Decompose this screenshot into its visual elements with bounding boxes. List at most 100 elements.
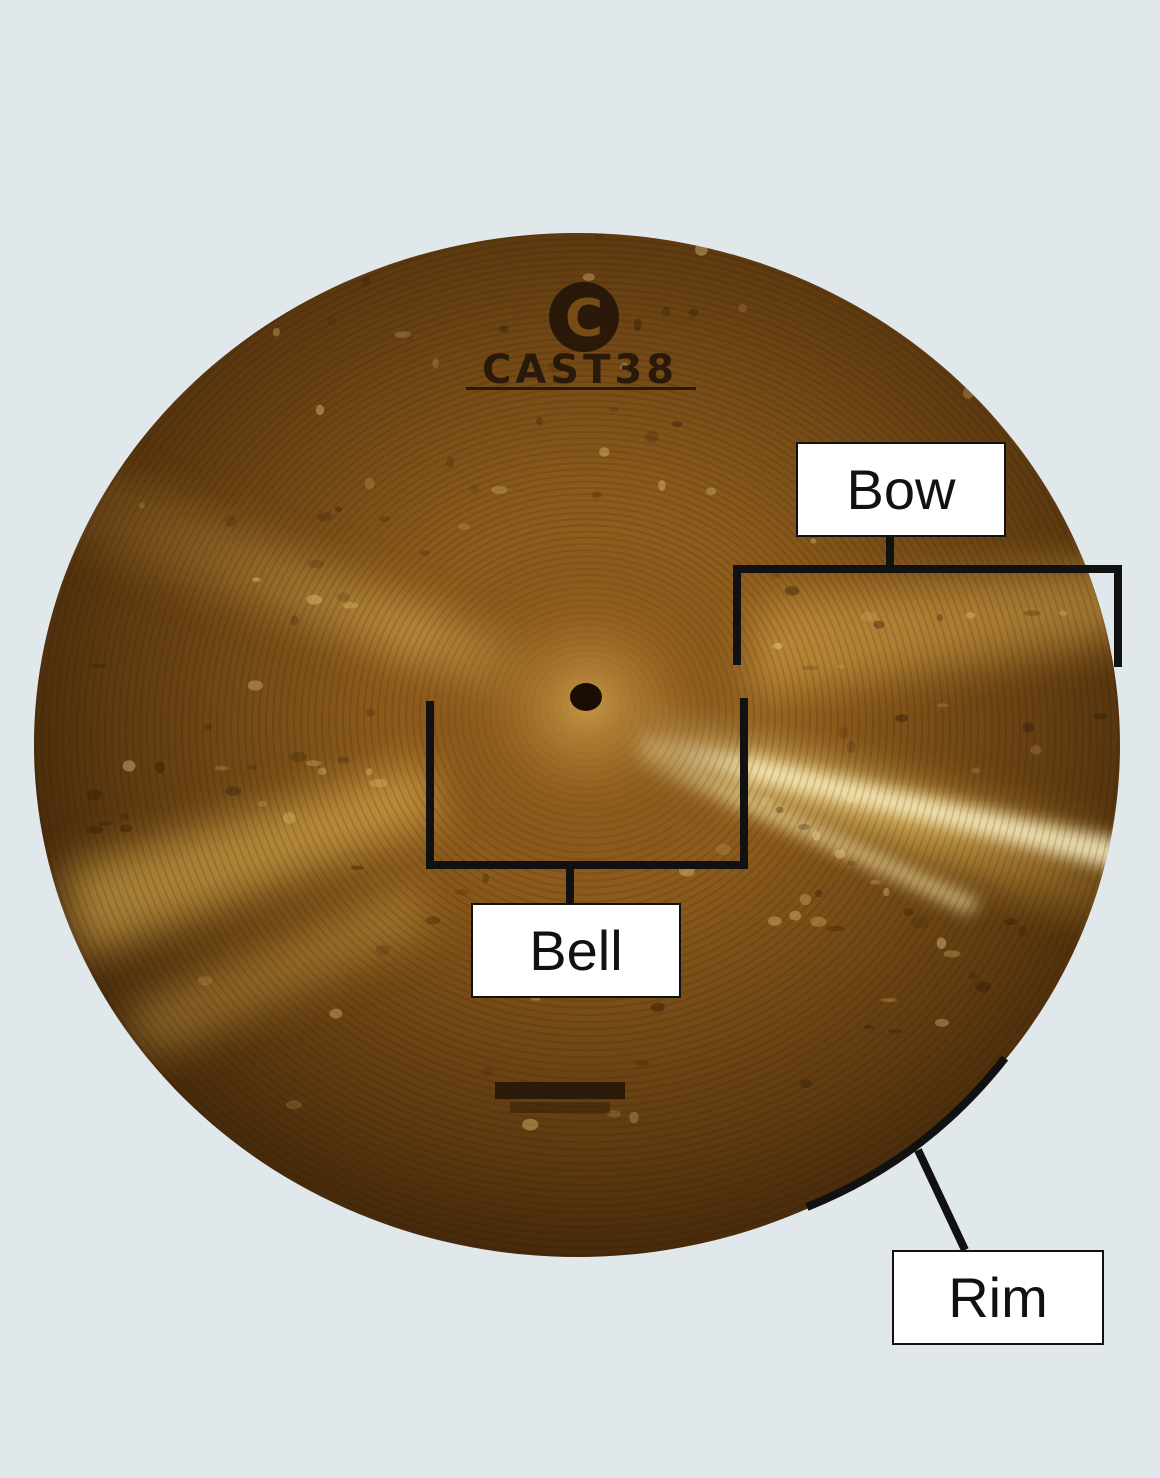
hammer-mark [119,824,133,833]
lathing-ring [97,268,1077,1200]
hammer-mark [252,577,261,582]
hammer-mark [425,916,441,925]
hammer-mark [290,615,299,626]
hammer-mark [869,879,881,885]
lathing-ring [293,443,881,1002]
hammer-mark [365,708,376,717]
hammer-mark [834,849,846,859]
hammer-mark [1018,925,1027,937]
lathing-ring [237,393,937,1059]
hammer-mark [122,760,136,772]
hammer-mark [972,767,980,774]
label-bow: Bow [796,442,1006,537]
logo-emblem [549,282,619,352]
hammer-mark [650,1002,665,1013]
hammer-mark [706,487,717,495]
hammer-mark [802,665,819,671]
bell-bracket [426,698,748,869]
hammer-mark [499,325,509,333]
hammer-mark [839,727,849,739]
hammer-mark [607,1110,621,1118]
lathing-ring [223,380,951,1073]
hammer-mark [671,421,683,427]
hammer-mark [888,1029,903,1034]
cymbal-image: C CAST38 [34,233,1120,1257]
hammer-mark [934,1018,949,1027]
hammer-mark [845,794,858,803]
hammer-mark [815,889,823,898]
label-rim: Rim [892,1250,1104,1345]
hammer-mark [715,843,731,855]
hammer-mark [582,273,595,281]
hammer-mark [1093,713,1107,720]
hammer-mark [810,538,817,544]
hammer-mark [98,821,113,826]
logo-brand-text: CAST38 [482,347,678,393]
hammer-mark [369,778,388,788]
hammer-mark [204,723,212,730]
hammer-mark [968,972,978,980]
hammer-mark [812,830,820,841]
hammer-mark [1004,918,1018,926]
hammer-mark [454,889,469,896]
hammer-mark [121,812,129,821]
hammer-mark [629,1111,639,1124]
hammer-mark [317,512,333,522]
lathing-ring [265,418,909,1031]
rim-connector [914,1148,969,1252]
hammer-mark [457,523,470,530]
hammer-mark [247,764,258,770]
hammer-mark [848,860,856,866]
label-bell: Bell [471,903,681,998]
hammer-marks [86,233,1107,1131]
hammer-mark [197,976,213,986]
hammer-mark [290,751,308,762]
lathing-ring [69,243,1105,1229]
hammer-mark [775,806,784,814]
hammer-mark [86,826,104,834]
hammer-mark [446,456,455,468]
hammer-mark [379,516,391,522]
hammer-mark [305,760,322,767]
hammer-mark [482,873,490,884]
hammer-mark [1022,722,1035,733]
hammer-mark [329,1008,343,1019]
hammer-mark [1058,610,1068,616]
hammer-mark [937,703,949,708]
hammer-mark [863,1024,874,1030]
hammer-mark [308,559,325,569]
hammer-mark [272,327,280,337]
hammer-mark [789,910,802,921]
hammer-mark [318,767,327,775]
hammer-mark [258,800,268,807]
rim-arc [805,1055,1009,1211]
hammer-mark [799,894,812,906]
lathing-ring [286,437,888,1009]
hammer-mark [247,680,264,691]
hammer-mark [593,233,605,240]
model-stamp [495,1082,625,1113]
lathing-ring [279,430,895,1017]
lathing-ring [41,233,1120,1257]
hammer-mark [784,586,800,596]
logo-emblem-letter: C [565,289,603,349]
leader-lines [426,537,1122,1252]
lathing-ring [216,374,958,1080]
hammer-mark [1023,610,1041,617]
hammer-mark [599,447,610,457]
hammer-mark [327,315,336,327]
hammer-mark [943,950,961,958]
lathing-ring [258,412,916,1038]
lathing-ring [83,256,1091,1215]
hammer-mark [936,614,944,622]
hammer-mark [895,714,909,722]
lathing-ring [195,356,979,1101]
hammer-mark [688,308,699,318]
hammer-mark [883,887,890,897]
hammer-mark [810,916,827,927]
hammer-mark [910,916,929,929]
hammer-mark [155,761,165,774]
hammer-mark [365,768,373,776]
lathing-ring [62,237,1112,1236]
center-hole [570,683,602,711]
